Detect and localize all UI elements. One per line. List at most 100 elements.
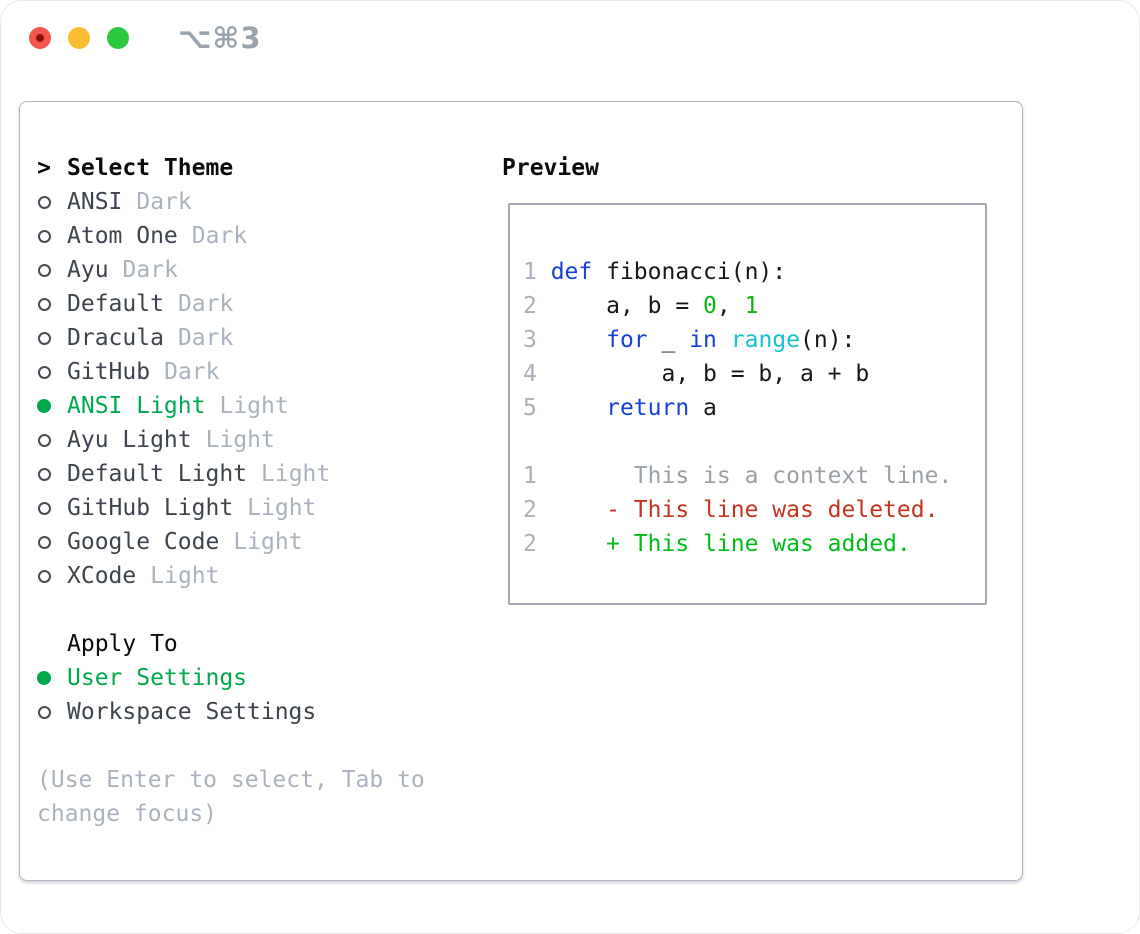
- apply-to-option[interactable]: User Settings: [20, 661, 490, 695]
- minimize-button[interactable]: [68, 27, 90, 49]
- code-token: [717, 327, 731, 353]
- code-line: 2 + This line was added.: [523, 527, 985, 561]
- radio-icon: [37, 195, 51, 209]
- theme-variant-badge: Dark: [177, 291, 234, 317]
- radio-wrap: [37, 705, 51, 719]
- option-label: User Settings: [67, 665, 248, 691]
- hint-text: (Use Enter to select, Tab to change focu…: [37, 767, 425, 827]
- code-line: 1 def fibonacci(n):: [523, 255, 985, 289]
- code-token: - This line was deleted.: [550, 497, 939, 523]
- theme-option[interactable]: Atom One Dark: [20, 219, 490, 253]
- preview-title: Preview: [502, 155, 599, 181]
- code-token: [551, 395, 606, 421]
- option-label: Default Light: [67, 461, 248, 487]
- theme-variant-badge: Dark: [177, 325, 234, 351]
- prompt-caret-icon: >: [37, 155, 51, 181]
- option-label: Ayu: [67, 257, 109, 283]
- code-line: 2 - This line was deleted.: [523, 493, 985, 527]
- radio-icon: [37, 467, 51, 481]
- code-token: 1: [744, 293, 759, 319]
- theme-variant-badge: Dark: [164, 359, 220, 385]
- apply-to-header: Apply To: [20, 627, 490, 661]
- line-number: 1: [523, 259, 551, 285]
- theme-option[interactable]: Ayu Dark: [20, 253, 490, 287]
- theme-variant-badge: Dark: [122, 257, 178, 283]
- theme-option[interactable]: GitHub Light Light: [20, 491, 490, 525]
- line-number: 2: [523, 293, 551, 319]
- theme-variant-badge: Dark: [191, 223, 248, 249]
- code-token: [551, 327, 606, 353]
- option-label: Ayu Light: [67, 427, 192, 453]
- code-line: 3 for _ in range(n):: [523, 323, 985, 357]
- code-token: range: [730, 327, 800, 353]
- radio-icon: [37, 297, 51, 311]
- line-number: 3: [523, 327, 551, 353]
- theme-variant-badge: Light: [219, 393, 289, 419]
- apply-to-option[interactable]: Workspace Settings: [20, 695, 490, 729]
- code-token: fibonacci(n):: [592, 259, 787, 285]
- radio-wrap: [37, 263, 51, 277]
- option-label: GitHub Light: [67, 495, 234, 521]
- radio-icon: [37, 433, 51, 447]
- zoom-button[interactable]: [107, 27, 129, 49]
- preview-header: Preview: [502, 151, 599, 185]
- line-number: 5: [523, 395, 551, 421]
- radio-wrap: [37, 195, 51, 209]
- code-line: 1 This is a context line.: [523, 459, 985, 493]
- radio-wrap: [37, 501, 51, 515]
- theme-option[interactable]: GitHub Dark: [20, 355, 490, 389]
- theme-option[interactable]: Default Light Light: [20, 457, 490, 491]
- radio-selected-wrap: [37, 399, 51, 413]
- code-token: a, b =: [550, 293, 704, 319]
- line-number: 4: [523, 361, 551, 387]
- line-number: 2: [523, 497, 551, 523]
- radio-selected-wrap: [37, 671, 51, 685]
- theme-variant-badge: Light: [247, 495, 317, 521]
- code-line: 4 a, b = b, a + b: [523, 357, 985, 391]
- radio-wrap: [37, 569, 51, 583]
- code-token: for: [606, 327, 648, 353]
- theme-variant-badge: Light: [150, 563, 220, 589]
- close-button[interactable]: [29, 27, 51, 49]
- close-dot-icon: [36, 34, 44, 42]
- code-line: 5 return a: [523, 391, 985, 425]
- option-label: XCode: [67, 563, 137, 589]
- radio-icon: [37, 705, 51, 719]
- theme-variant-badge: Light: [205, 427, 275, 453]
- option-label: ANSI Light: [67, 393, 206, 419]
- radio-wrap: [37, 535, 51, 549]
- option-label: GitHub: [67, 359, 151, 385]
- code-token: ,: [716, 293, 745, 319]
- code-token: _: [647, 327, 690, 353]
- select-theme-header: > Select Theme: [20, 151, 490, 185]
- radio-wrap: [37, 365, 51, 379]
- radio-wrap: [37, 433, 51, 447]
- radio-wrap: [37, 331, 51, 345]
- radio-icon: [37, 263, 51, 277]
- radio-icon: [37, 331, 51, 345]
- select-theme-title: Select Theme: [67, 155, 234, 181]
- option-label: Atom One: [67, 223, 178, 249]
- theme-variant-badge: Light: [261, 461, 331, 487]
- radio-wrap: [37, 229, 51, 243]
- code-token: This is a context line.: [550, 463, 953, 489]
- theme-option[interactable]: ANSI Light Light: [20, 389, 490, 423]
- radio-icon: [37, 229, 51, 243]
- theme-option[interactable]: Ayu Light Light: [20, 423, 490, 457]
- line-number: 1: [523, 463, 551, 489]
- code-line: [523, 425, 985, 459]
- radio-icon: [37, 365, 51, 379]
- option-label: Dracula: [67, 325, 164, 351]
- code-token: in: [689, 327, 717, 353]
- theme-option[interactable]: XCode Light: [20, 559, 490, 593]
- theme-option[interactable]: Dracula Dark: [20, 321, 490, 355]
